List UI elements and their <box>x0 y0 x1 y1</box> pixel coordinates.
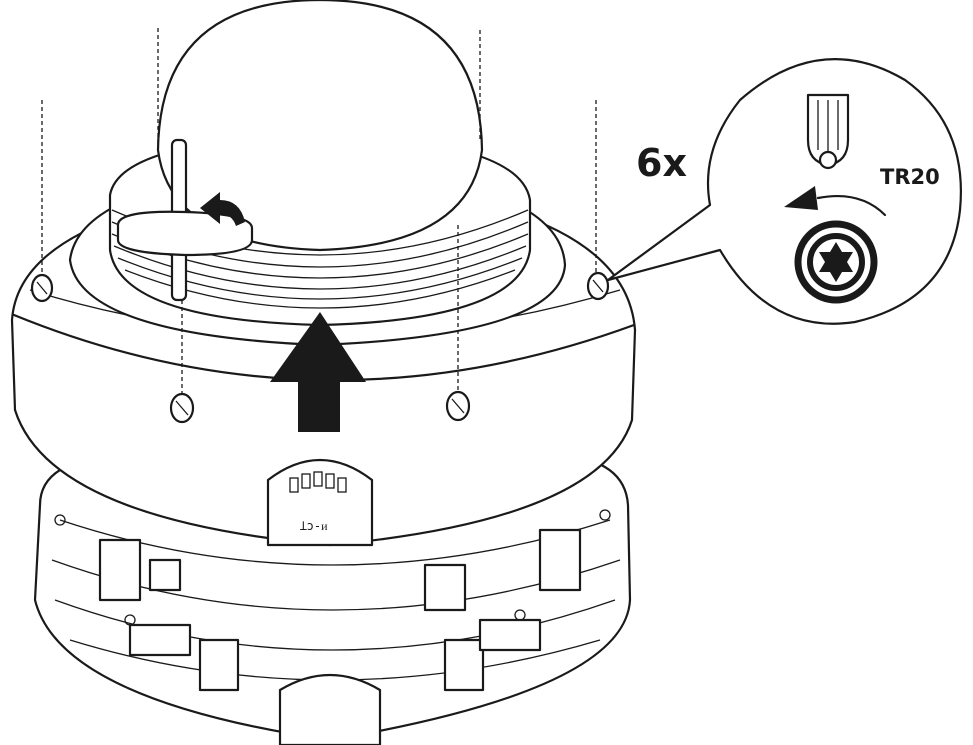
torx-screw-head-icon <box>794 220 878 304</box>
bit-type-label: TR20 <box>880 165 940 189</box>
counterclockwise-arrow-icon <box>200 192 245 226</box>
ring-removal-tool <box>116 138 254 302</box>
torx-screwdriver-icon <box>806 93 850 170</box>
screw-count-label: 6x <box>636 141 687 185</box>
housing-screws <box>30 271 610 424</box>
screw-guide-lines <box>41 28 597 394</box>
screw-front-left <box>169 392 195 424</box>
lift-up-arrow-icon <box>270 312 366 432</box>
counterclockwise-arrow-icon <box>816 194 887 217</box>
screw-left <box>30 273 54 303</box>
camera-base <box>33 453 632 745</box>
screw-right <box>586 271 610 301</box>
svg-text:Ʇɔ-ᴎ: Ʇɔ-ᴎ <box>300 519 328 533</box>
screw-front-right <box>445 390 471 422</box>
callout-bubble: TR20 <box>606 58 962 325</box>
